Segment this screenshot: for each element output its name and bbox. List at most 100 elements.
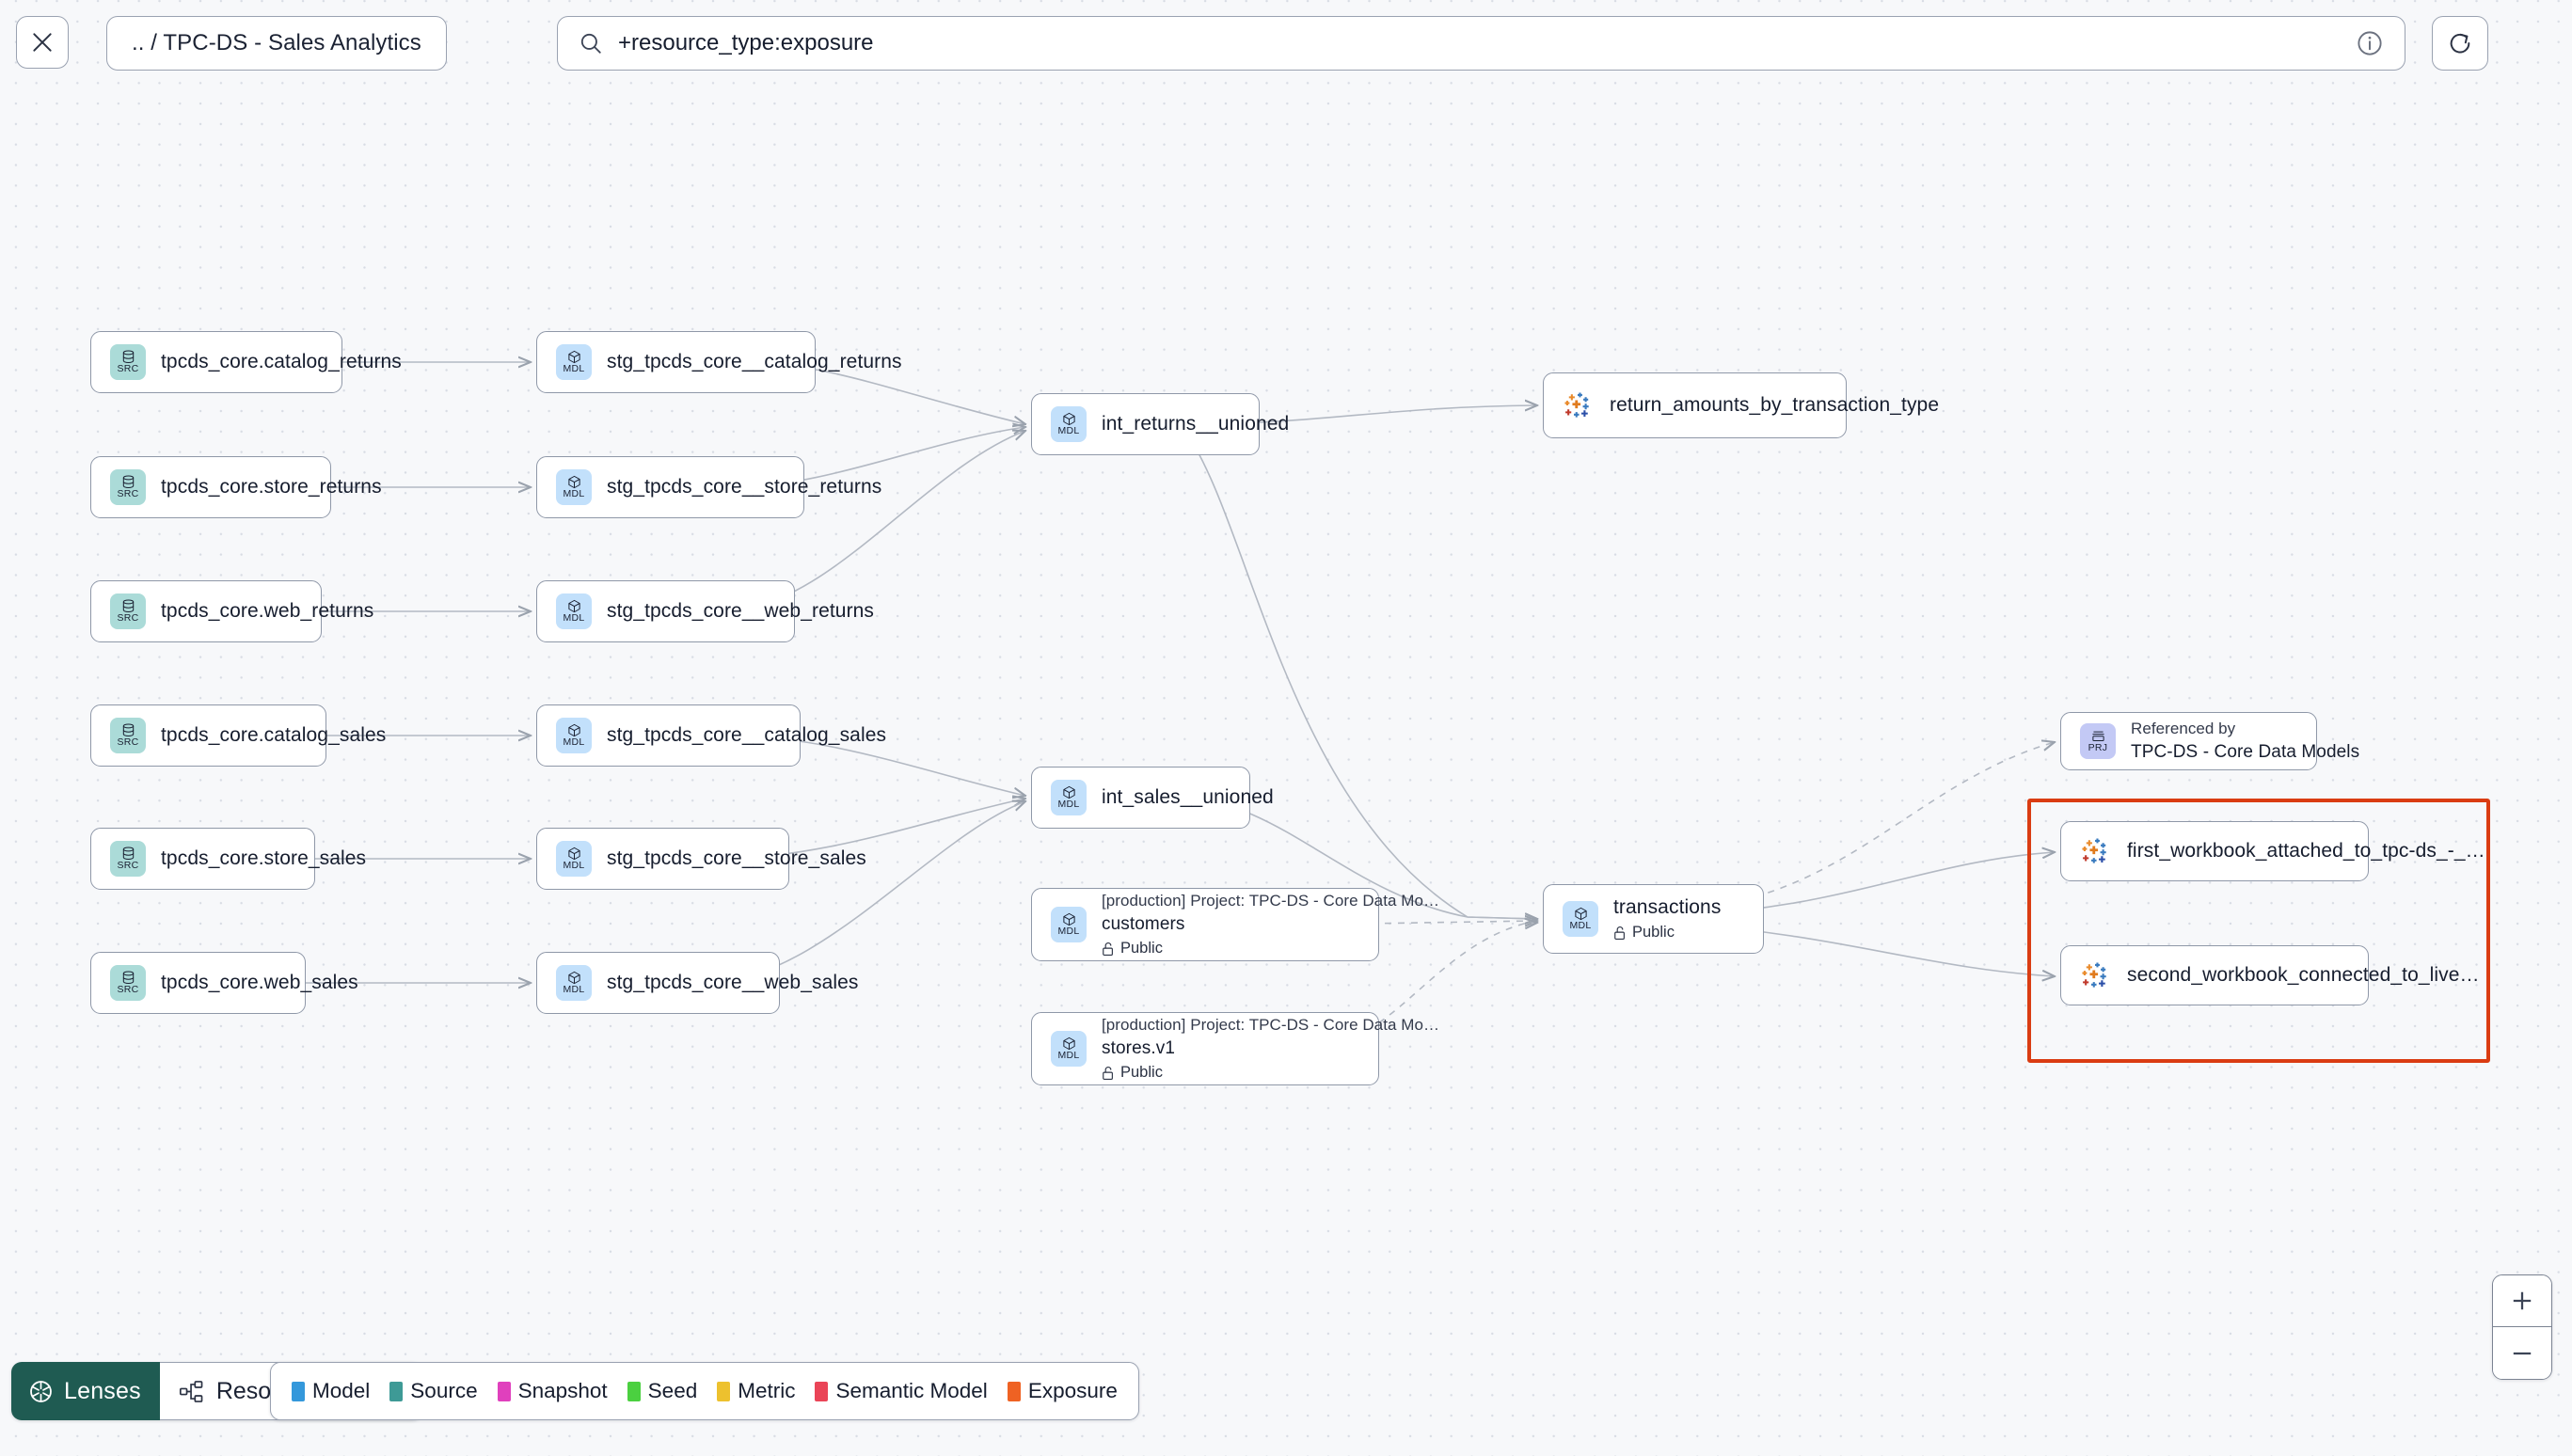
legend-label: Model: [312, 1379, 371, 1402]
node-text: stg_tpcds_core__web_returns: [607, 600, 875, 623]
src-badge-label: SRC: [117, 736, 139, 748]
lineage-node-stg_catalog_returns[interactable]: MDL stg_tpcds_core__catalog_returns: [536, 331, 902, 393]
node-visibility: Public: [1102, 1064, 1359, 1082]
node-text: second_workbook_connected_to_live…: [2127, 964, 2480, 987]
legend-item-model[interactable]: Model: [292, 1379, 370, 1403]
breadcrumb[interactable]: .. / TPC-DS - Sales Analytics: [106, 16, 447, 71]
lineage-node-second_workbook[interactable]: second_workbook_connected_to_live…: [2060, 945, 2480, 1005]
lineage-node-customers[interactable]: MDL [production] Project: TPC-DS - Core D…: [1031, 888, 1439, 961]
tableau-workbook-icon: [1564, 392, 1589, 418]
node-label: return_amounts_by_transaction_type: [1610, 394, 1940, 416]
lineage-node-stg_web_returns[interactable]: MDL stg_tpcds_core__web_returns: [536, 580, 875, 642]
node-label: tpcds_core.web_sales: [161, 972, 358, 993]
node-text: tpcds_core.catalog_returns: [161, 351, 402, 373]
database-icon: [122, 847, 134, 861]
legend-label: Source: [410, 1379, 478, 1402]
node-text: [production] Project: TPC-DS - Core Data…: [1102, 1016, 1440, 1082]
node-label: tpcds_core.catalog_sales: [161, 724, 387, 746]
tableau-workbook-icon: [2082, 838, 2106, 863]
mdl-badge: MDL: [556, 965, 592, 1001]
cube-icon: [567, 723, 580, 737]
node-label: int_sales__unioned: [1102, 786, 1274, 808]
node-text: tpcds_core.web_returns: [161, 600, 373, 623]
cube-icon: [1062, 785, 1075, 799]
lineage-node-first_workbook[interactable]: first_workbook_attached_to_tpc-ds_-_…: [2060, 821, 2485, 881]
mdl-badge: MDL: [556, 344, 592, 380]
search-input[interactable]: [618, 17, 2356, 70]
tableau-workbook-icon: [2082, 962, 2106, 988]
src-badge-label: SRC: [117, 488, 139, 499]
node-text: return_amounts_by_transaction_type: [1610, 394, 1940, 417]
zoom-in-button[interactable]: [2493, 1275, 2551, 1327]
legend-item-semantic-model[interactable]: Semantic Model: [815, 1379, 988, 1403]
node-text: [production] Project: TPC-DS - Core Data…: [1102, 892, 1439, 957]
node-text: stg_tpcds_core__catalog_returns: [607, 351, 902, 373]
legend-swatch: [1007, 1381, 1021, 1401]
plus-icon: [2513, 1291, 2532, 1310]
src-badge: SRC: [110, 841, 146, 877]
src-badge: SRC: [110, 469, 146, 505]
workbook-icon-wrap: [2080, 960, 2110, 990]
src-badge: SRC: [110, 593, 146, 629]
node-text: tpcds_core.web_sales: [161, 972, 358, 994]
mdl-badge-label: MDL: [563, 363, 585, 374]
mdl-badge-label: MDL: [563, 860, 585, 871]
mdl-badge-label: MDL: [1057, 926, 1080, 937]
mdl-badge: MDL: [556, 469, 592, 505]
legend-swatch: [815, 1381, 829, 1401]
node-label: stg_tpcds_core__store_returns: [607, 476, 882, 498]
workbook-icon-wrap: [1563, 390, 1593, 420]
node-subtitle: [production] Project: TPC-DS - Core Data…: [1102, 1016, 1440, 1034]
cube-icon: [1574, 907, 1587, 921]
legend-item-snapshot[interactable]: Snapshot: [497, 1379, 608, 1403]
close-button[interactable]: [16, 16, 69, 69]
src-badge: SRC: [110, 344, 146, 380]
refresh-button[interactable]: [2432, 16, 2488, 71]
lineage-node-return_amounts[interactable]: return_amounts_by_transaction_type: [1543, 372, 1940, 438]
legend-label: Exposure: [1027, 1379, 1118, 1402]
mdl-badge: MDL: [556, 593, 592, 629]
lineage-node-stores_v1[interactable]: MDL[production] Project: TPC-DS - Core D…: [1031, 1012, 1440, 1085]
src-badge-label: SRC: [117, 860, 139, 871]
legend-swatch: [627, 1381, 641, 1401]
legend-label: Snapshot: [517, 1379, 608, 1402]
zoom-out-button[interactable]: [2493, 1327, 2551, 1379]
info-icon[interactable]: [2356, 29, 2384, 57]
top-toolbar: .. / TPC-DS - Sales Analytics: [0, 0, 2572, 111]
legend-item-seed[interactable]: Seed: [627, 1379, 697, 1403]
lineage-node-src_web_sales[interactable]: SRC tpcds_core.web_sales: [90, 952, 358, 1014]
src-badge: SRC: [110, 965, 146, 1001]
mdl-badge: MDL: [556, 841, 592, 877]
node-visibility-label: Public: [1120, 1064, 1163, 1081]
lineage-node-src_catalog_returns[interactable]: SRC tpcds_core.catalog_returns: [90, 331, 402, 393]
cube-icon: [567, 350, 580, 364]
legend-item-exposure[interactable]: Exposure: [1007, 1379, 1118, 1403]
lineage-node-src_web_returns[interactable]: SRC tpcds_core.web_returns: [90, 580, 373, 642]
mdl-badge-label: MDL: [563, 488, 585, 499]
cube-icon: [1062, 412, 1075, 426]
cube-icon: [567, 475, 580, 489]
cube-icon: [567, 599, 580, 613]
lineage-node-stg_store_returns[interactable]: MDL stg_tpcds_core__store_returns: [536, 456, 882, 518]
lenses-button[interactable]: Lenses: [11, 1362, 160, 1420]
legend-item-metric[interactable]: Metric: [717, 1379, 795, 1403]
node-label: stg_tpcds_core__web_returns: [607, 600, 875, 622]
node-text: tpcds_core.store_returns: [161, 476, 382, 499]
lineage-node-src_catalog_sales[interactable]: SRC tpcds_core.catalog_sales: [90, 704, 387, 767]
search-bar[interactable]: [557, 16, 2405, 71]
database-icon: [122, 599, 134, 613]
legend-swatch: [389, 1381, 404, 1401]
mdl-badge-label: MDL: [1057, 425, 1080, 436]
node-text: stg_tpcds_core__store_returns: [607, 476, 882, 499]
legend-item-source[interactable]: Source: [389, 1379, 478, 1403]
lineage-node-src_store_returns[interactable]: SRC tpcds_core.store_returns: [90, 456, 382, 518]
